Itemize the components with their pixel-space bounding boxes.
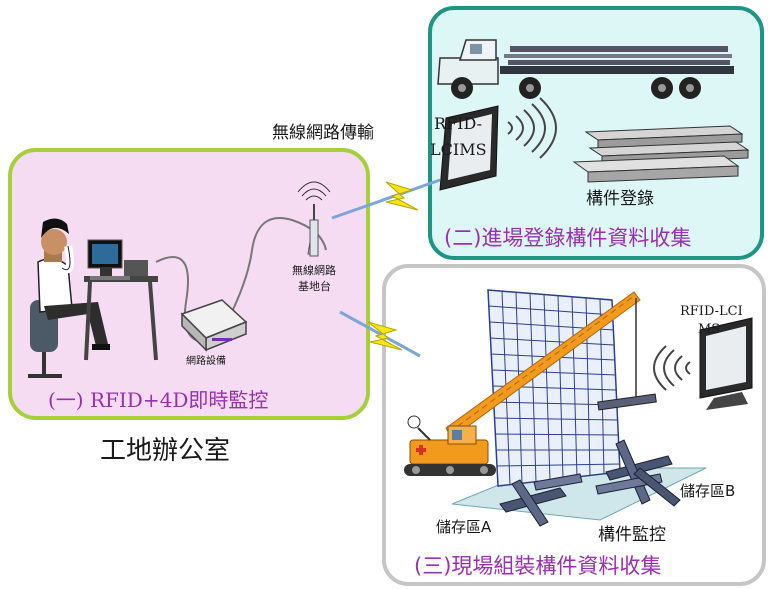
delivery-device-label-line2: LCIMS bbox=[430, 140, 487, 159]
wireless-transmission-label: 無線網路傳輸 bbox=[272, 123, 374, 143]
base-station-label-line2: 基地台 bbox=[298, 280, 331, 293]
rfid-monitor-site-icon bbox=[653, 317, 753, 410]
delivery-device-label-line1: RFID- bbox=[434, 114, 482, 133]
storage-b-label: 儲存區B bbox=[680, 482, 736, 500]
rfid-handheld-delivery-icon bbox=[439, 97, 557, 191]
office-worker-icon bbox=[28, 218, 110, 378]
storage-a-label: 儲存區A bbox=[436, 518, 492, 536]
computer-desk-icon bbox=[84, 239, 158, 361]
steel-beams-stack-icon bbox=[572, 125, 750, 183]
site-device-label-line1: RFID-LCI bbox=[680, 304, 743, 319]
network-cable bbox=[155, 256, 207, 343]
delivery-caption: (二)進場登錄構件資料收集 bbox=[444, 226, 692, 250]
office-location-label: 工地辦公室 bbox=[100, 436, 231, 466]
steel-members-pile-icon bbox=[499, 439, 681, 527]
lightning-link-site-icon bbox=[339, 310, 421, 358]
lightning-link-delivery-icon bbox=[331, 178, 441, 220]
component-registration-label: 構件登錄 bbox=[586, 189, 654, 209]
truck-icon bbox=[437, 39, 734, 99]
network-device-icon bbox=[180, 299, 248, 352]
network-device-label: 網路設備 bbox=[186, 356, 226, 367]
site-device-label-line2: MS bbox=[698, 322, 721, 337]
crane-icon bbox=[404, 291, 657, 476]
wireless-base-station-icon bbox=[297, 181, 331, 257]
office-caption: (一) RFID+4D即時監控 bbox=[48, 388, 269, 412]
component-monitoring-label: 構件監控 bbox=[598, 525, 666, 545]
base-station-label-line1: 無線網路 bbox=[292, 264, 336, 277]
site-caption: (三)現場組裝構件資料收集 bbox=[414, 554, 662, 578]
